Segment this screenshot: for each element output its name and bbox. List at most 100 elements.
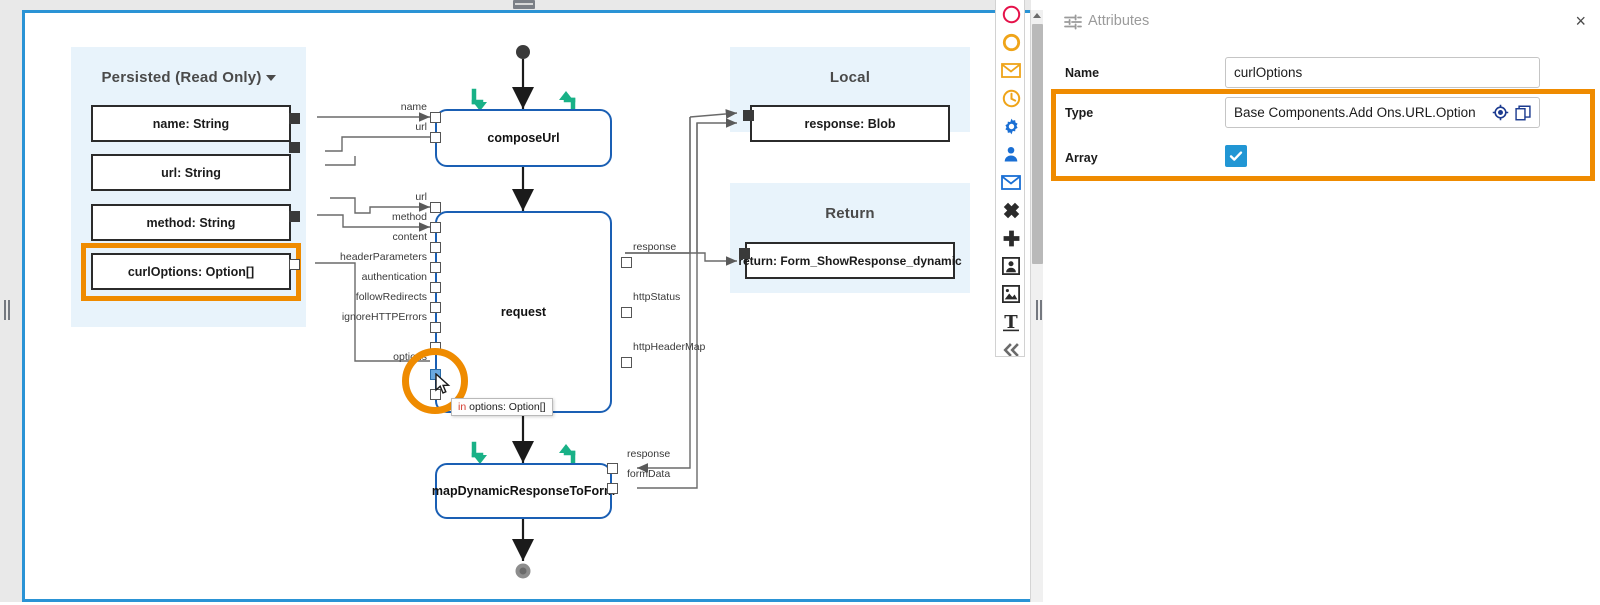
node-port-label-headerparameters: headerParameters — [340, 251, 427, 263]
variable-curloptions-option-array[interactable]: curlOptions: Option[] — [91, 253, 291, 290]
tool-palette[interactable]: T — [995, 0, 1025, 357]
node-port-request-method[interactable] — [430, 222, 441, 233]
envelope-blue-icon[interactable] — [996, 168, 1024, 196]
variable-port-curloptions[interactable] — [289, 259, 300, 270]
attributes-panel-title: Attributes — [1088, 13, 1150, 29]
node-port-request-ignorehttperrors[interactable] — [430, 322, 441, 333]
variable-port-return[interactable] — [739, 248, 750, 259]
highlight-ring-options-port — [402, 348, 468, 414]
attributes-panel-header: Attributes × — [1043, 0, 1600, 46]
node-port-label-url: url — [415, 121, 427, 133]
node-port-request-httpstatus-out[interactable] — [621, 307, 632, 318]
variable-response-blob[interactable]: response: Blob — [750, 105, 950, 142]
node-port-label-response: response — [633, 241, 677, 253]
node-port-label-name: name — [400, 101, 427, 113]
node-port-map-formdata[interactable] — [607, 483, 618, 494]
variable-port-name[interactable] — [289, 113, 300, 124]
variable-label: response: Blob — [804, 116, 896, 131]
attribute-label-array: Array — [1065, 151, 1098, 165]
tooltip-keyword: in — [458, 401, 467, 413]
selection-ring-curloptions — [81, 243, 301, 301]
svg-text:T: T — [1004, 312, 1018, 332]
node-port-label-authentication: authentication — [361, 271, 427, 283]
plus-icon[interactable] — [996, 224, 1024, 252]
user-frame-icon[interactable] — [996, 252, 1024, 280]
target-icon[interactable] — [1492, 104, 1509, 121]
variable-port-method[interactable] — [289, 211, 300, 222]
name-input[interactable]: curlOptions — [1225, 57, 1540, 88]
node-port-label-response: response — [627, 448, 671, 460]
attributes-panel: Attributes × Name curlOptions Type Base … — [1043, 0, 1600, 602]
text-tool-icon[interactable]: T — [996, 308, 1024, 336]
user-blue-icon[interactable] — [996, 140, 1024, 168]
variable-label: url: String — [161, 165, 221, 180]
node-port-label-method: method — [391, 211, 427, 223]
image-frame-icon[interactable] — [996, 280, 1024, 308]
variable-port-response[interactable] — [743, 110, 754, 121]
variable-label: name: String — [152, 116, 230, 131]
group-persisted-title[interactable]: Persisted (Read Only) — [71, 69, 306, 86]
node-port-request-headerparameters[interactable] — [430, 262, 441, 273]
node-port-request-followredirects[interactable] — [430, 302, 441, 313]
panel-resize-handle-right[interactable] — [1036, 300, 1043, 320]
panel-resize-handle-left[interactable] — [4, 300, 11, 320]
copy-icon[interactable] — [1515, 105, 1531, 121]
node-port-composeurl-url[interactable] — [430, 132, 441, 143]
close-icon[interactable]: × — [1575, 11, 1586, 31]
node-port-label-httpheadermap: httpHeaderMap — [633, 341, 706, 353]
node-port-label-formdata: formData — [627, 468, 671, 480]
variable-name-string[interactable]: name: String — [91, 105, 291, 142]
attribute-label-type: Type — [1065, 106, 1094, 120]
node-port-request-content[interactable] — [430, 242, 441, 253]
circle-outline-orange-icon[interactable] — [996, 28, 1024, 56]
array-checkbox[interactable] — [1225, 145, 1247, 167]
node-mapdynamicresponsetoform[interactable]: mapDynamicResponseToForm — [431, 463, 616, 519]
node-port-label-content: content — [392, 231, 427, 243]
group-return-title: Return — [730, 205, 970, 222]
tooltip-text: options: Option[] — [469, 401, 546, 413]
connection-wires — [315, 45, 738, 579]
name-input-value: curlOptions — [1234, 65, 1303, 80]
node-port-label-url: url — [415, 191, 427, 203]
group-local-title: Local — [730, 69, 970, 86]
attribute-row-array: Array — [1043, 140, 1600, 180]
variable-label: curlOptions: Option[] — [127, 264, 255, 279]
circle-outline-red-icon[interactable] — [996, 0, 1024, 28]
variable-method-string[interactable]: method: String — [91, 204, 291, 241]
type-input[interactable]: Base Components.Add Ons.URL.Option — [1225, 97, 1540, 128]
node-title: mapDynamicResponseToForm — [431, 484, 616, 498]
diagram-canvas-area: Persisted (Read Only) name: String url: … — [0, 0, 1043, 602]
scrollbar-thumb[interactable] — [1032, 24, 1043, 264]
variable-label: return: Form_ShowResponse_dynamic — [738, 253, 962, 268]
node-port-request-authentication[interactable] — [430, 282, 441, 293]
panel-resize-handle-top[interactable] — [513, 0, 535, 9]
port-tooltip: in options: Option[] — [451, 398, 553, 416]
collapse-left-icon[interactable] — [996, 336, 1024, 356]
variable-return-form[interactable]: return: Form_ShowResponse_dynamic — [738, 242, 962, 279]
attribute-row-type: Type Base Components.Add Ons.URL.Option — [1043, 95, 1600, 135]
clock-orange-icon[interactable] — [996, 84, 1024, 112]
node-title: request — [500, 305, 547, 319]
variable-url-string[interactable]: url: String — [91, 154, 291, 191]
scroll-up-arrow-icon[interactable] — [1033, 13, 1041, 18]
group-local-label: Local — [829, 69, 871, 86]
gear-blue-icon[interactable] — [996, 112, 1024, 140]
node-port-request-response-out[interactable] — [621, 257, 632, 268]
group-return-label: Return — [825, 205, 875, 222]
mouse-cursor — [435, 372, 453, 402]
attribute-label-name: Name — [1065, 66, 1100, 80]
envelope-orange-icon[interactable] — [996, 56, 1024, 84]
node-port-composeurl-name[interactable] — [430, 112, 441, 123]
chevron-down-icon[interactable] — [265, 75, 276, 82]
node-port-label-followredirects: followRedirects — [355, 291, 427, 303]
node-port-request-url[interactable] — [430, 202, 441, 213]
close-x-icon[interactable] — [996, 196, 1024, 224]
attribute-row-name: Name curlOptions — [1043, 55, 1600, 95]
node-composeurl[interactable]: composeUrl — [435, 109, 612, 167]
node-port-map-response[interactable] — [607, 463, 618, 474]
sliders-icon — [1064, 14, 1082, 35]
variable-port-url[interactable] — [289, 142, 300, 153]
diagram-canvas[interactable]: Persisted (Read Only) name: String url: … — [22, 10, 1031, 602]
variable-label: method: String — [146, 215, 236, 230]
node-port-request-httpheadermap-out[interactable] — [621, 357, 632, 368]
